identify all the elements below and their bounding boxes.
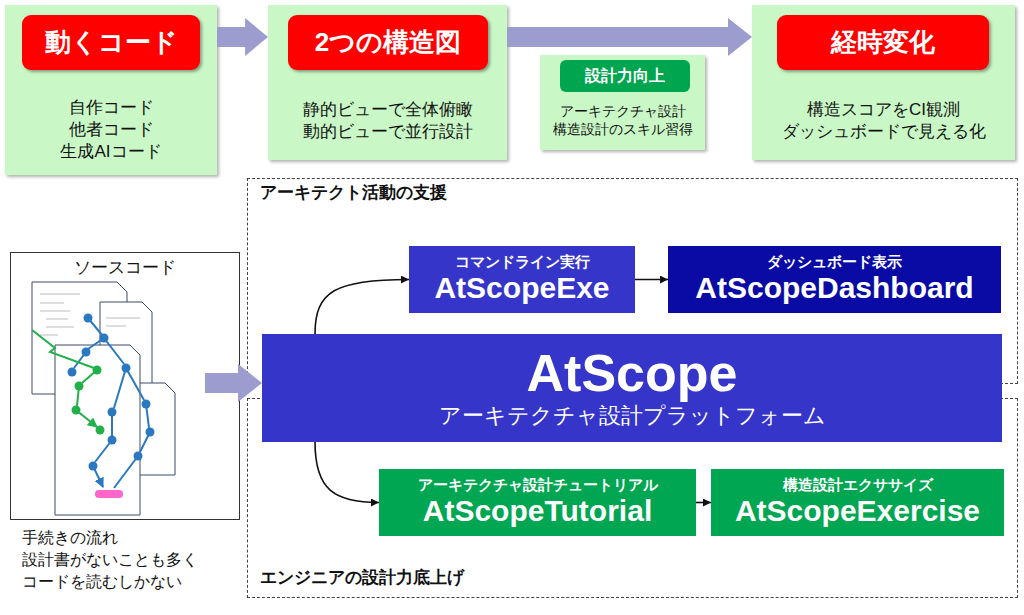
tool-box: ダッシュボード表示AtScopeDashboard	[668, 246, 1001, 313]
node-text: 動くコード	[45, 26, 178, 60]
skill-panel: アーキテクチャ設計 構造設計のスキル習得 設計力向上	[540, 55, 705, 150]
node-subtext: AtScopeExe	[434, 271, 609, 306]
tool-box: コマンドライン実行AtScopeExe	[409, 246, 635, 313]
node-subtext: AtScopeDashboard	[695, 271, 973, 306]
node-text: アーキテクト活動の支援	[260, 182, 447, 204]
flow-arrow	[635, 279, 668, 281]
node-text: 自作コード 他者コード 生成AIコード	[60, 97, 161, 163]
node-text: エンジニアの設計力底上げ	[260, 567, 464, 589]
node-subtext: アーキテクチャ設計プラットフォーム	[439, 402, 826, 431]
node-text: AtScope	[527, 345, 738, 402]
node-text: アーキテクチャ設計チュートリアル	[418, 476, 658, 494]
stage-title: 動くコード	[22, 15, 200, 70]
flow-arrow	[315, 442, 379, 503]
node-text: アーキテクチャ設計 構造設計のスキル習得	[553, 102, 693, 138]
flow-arrow	[217, 18, 268, 56]
skill-badge: 設計力向上	[560, 60, 690, 92]
node-subtext: AtScopeTutorial	[423, 494, 652, 529]
tool-box: 構造設計エクササイズAtScopeExercise	[711, 469, 1004, 536]
stage-title: 2つの構造図	[288, 15, 488, 70]
node-text: 構造設計エクササイズ	[783, 476, 933, 494]
node-text: 構造スコアをCI観測 ダッシュボードで見える化	[782, 99, 986, 143]
view-panel: 静的ビューで全体俯瞰 動的ビューで並行設計 2つの構造図	[268, 5, 507, 160]
node-text: 経時変化	[831, 26, 935, 60]
input-panel: 自作コード 他者コード 生成AIコード 動くコード	[5, 5, 217, 175]
flow-arrow	[696, 502, 711, 504]
node-text: 静的ビューで全体俯瞰 動的ビューで並行設計	[303, 99, 473, 143]
platform-box: AtScopeアーキテクチャ設計プラットフォーム	[262, 334, 1002, 442]
node-text: ソースコード	[74, 257, 176, 279]
source-box: ソースコード	[10, 252, 240, 520]
node-subtext: AtScopeExercise	[735, 494, 980, 529]
tool-box: アーキテクチャ設計チュートリアルAtScopeTutorial	[379, 469, 696, 536]
stage-title: 経時変化	[777, 15, 989, 70]
note-text: 手続きの流れ 設計書がないことも多く コードを読むしかない	[22, 527, 198, 593]
flow-arrow	[315, 280, 409, 335]
node-text: 設計力向上	[585, 66, 665, 87]
node-text: 2つの構造図	[315, 26, 461, 60]
trend-panel: 構造スコアをCI観測 ダッシュボードで見える化 経時変化	[752, 5, 1015, 160]
flow-arrow	[507, 18, 752, 56]
node-text: コマンドライン実行	[455, 253, 590, 271]
node-text: ダッシュボード表示	[767, 253, 902, 271]
